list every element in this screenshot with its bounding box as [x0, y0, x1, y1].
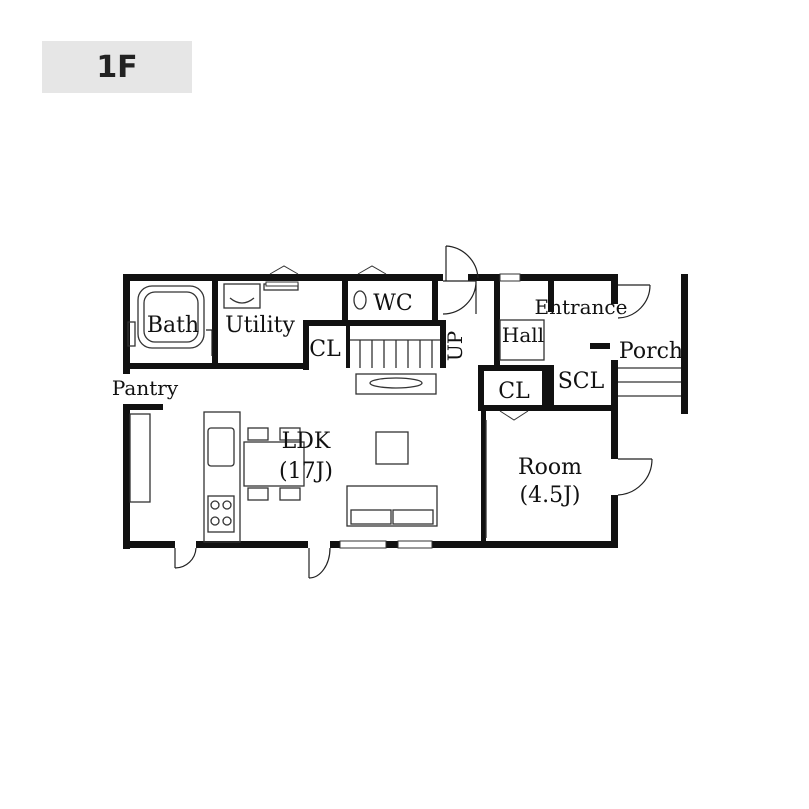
label-wc: WC: [373, 291, 412, 316]
chair: [279, 427, 301, 441]
shoe-cabinet: [499, 319, 545, 361]
label-room-size: (4.5J): [520, 483, 581, 508]
label-entrance: Entrance: [535, 295, 628, 319]
tv: [369, 377, 423, 389]
walls: [123, 274, 688, 549]
door-stair: [442, 280, 477, 315]
door-bottom-left: [174, 547, 197, 569]
bathtub-inner: [143, 291, 199, 343]
bath-tap: [127, 321, 136, 347]
label-cl-stair: CL: [309, 337, 341, 362]
kitchen-counter: [203, 411, 241, 543]
pantry-shelf: [129, 413, 151, 503]
window-marker: [499, 410, 529, 421]
burner: [210, 516, 220, 526]
door-room: [617, 458, 653, 496]
washbasin-bowl: [229, 297, 255, 304]
label-utility: Utility: [225, 313, 295, 338]
label-ldk-size: (17J): [279, 459, 333, 484]
label-scl: SCL: [558, 369, 605, 394]
label-pantry: Pantry: [112, 376, 179, 400]
window: [265, 281, 299, 287]
burner: [222, 516, 232, 526]
window: [499, 273, 521, 282]
toilet: [353, 290, 367, 310]
door-bottom-mid: [308, 547, 331, 579]
sofa-cushion: [350, 509, 392, 525]
stair-treads: [350, 339, 440, 368]
window-marker: [269, 265, 299, 275]
label-room: Room: [518, 455, 582, 480]
room-labels: Bath Utility WC CL UP Hall Entrance Porc…: [112, 291, 683, 508]
coffee-table: [375, 431, 409, 465]
sofa-cushion: [392, 509, 434, 525]
label-porch: Porch: [619, 339, 683, 364]
washbasin: [223, 283, 261, 309]
door-entrance: [617, 284, 651, 319]
label-hall: Hall: [502, 323, 544, 347]
burner: [222, 500, 232, 510]
sink: [207, 427, 235, 467]
label-ldk: LDK: [282, 429, 331, 454]
window: [397, 540, 433, 549]
label-bath: Bath: [147, 313, 199, 338]
dining-table: [243, 441, 305, 487]
label-up: UP: [443, 331, 467, 361]
floor-badge: 1F: [42, 41, 192, 93]
bathtub: [137, 285, 205, 349]
stove: [207, 495, 235, 533]
doors: [174, 245, 653, 579]
chair: [279, 487, 301, 501]
door-bath: [206, 329, 213, 356]
floor-label: 1F: [96, 49, 138, 85]
window: [339, 540, 387, 549]
windows: [265, 265, 529, 549]
sofa: [346, 485, 438, 527]
burner: [210, 500, 220, 510]
chair: [247, 427, 269, 441]
tv-stand: [355, 373, 437, 395]
label-cl-hall: CL: [498, 379, 530, 404]
chair: [247, 487, 269, 501]
door-top: [445, 245, 479, 281]
fixtures: [127, 283, 681, 543]
window-marker: [357, 265, 387, 275]
